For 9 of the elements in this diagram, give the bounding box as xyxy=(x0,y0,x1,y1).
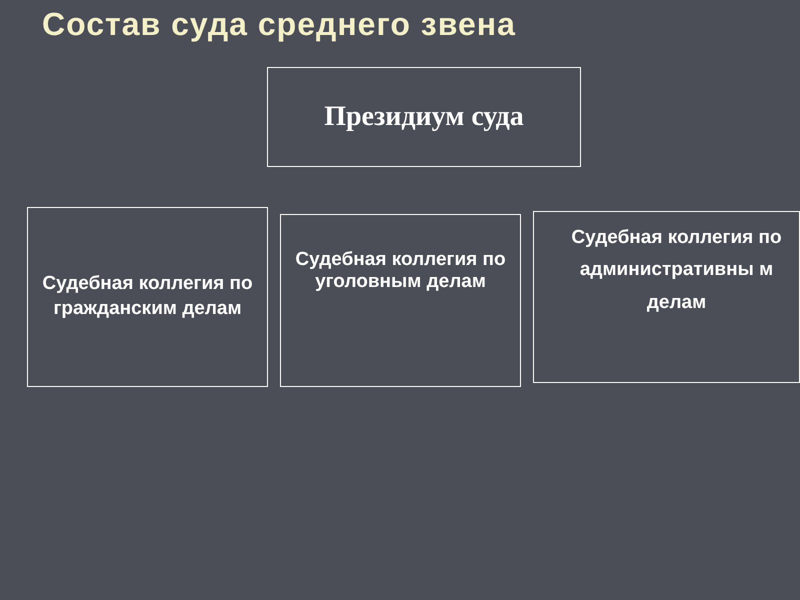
text-box xyxy=(280,214,521,387)
slide-title: Состав суда среднего звена xyxy=(42,6,516,43)
box-label: Судебная коллегия по административны м делам xyxy=(570,226,783,315)
box-label: Судебная коллегия по уголовным делам xyxy=(294,249,507,293)
text-box xyxy=(533,211,800,383)
text-box xyxy=(267,67,581,167)
text-box xyxy=(27,207,268,387)
box-label: Президиум суда xyxy=(324,100,524,134)
box-label: Судебная коллегия по гражданским делам xyxy=(41,272,254,321)
